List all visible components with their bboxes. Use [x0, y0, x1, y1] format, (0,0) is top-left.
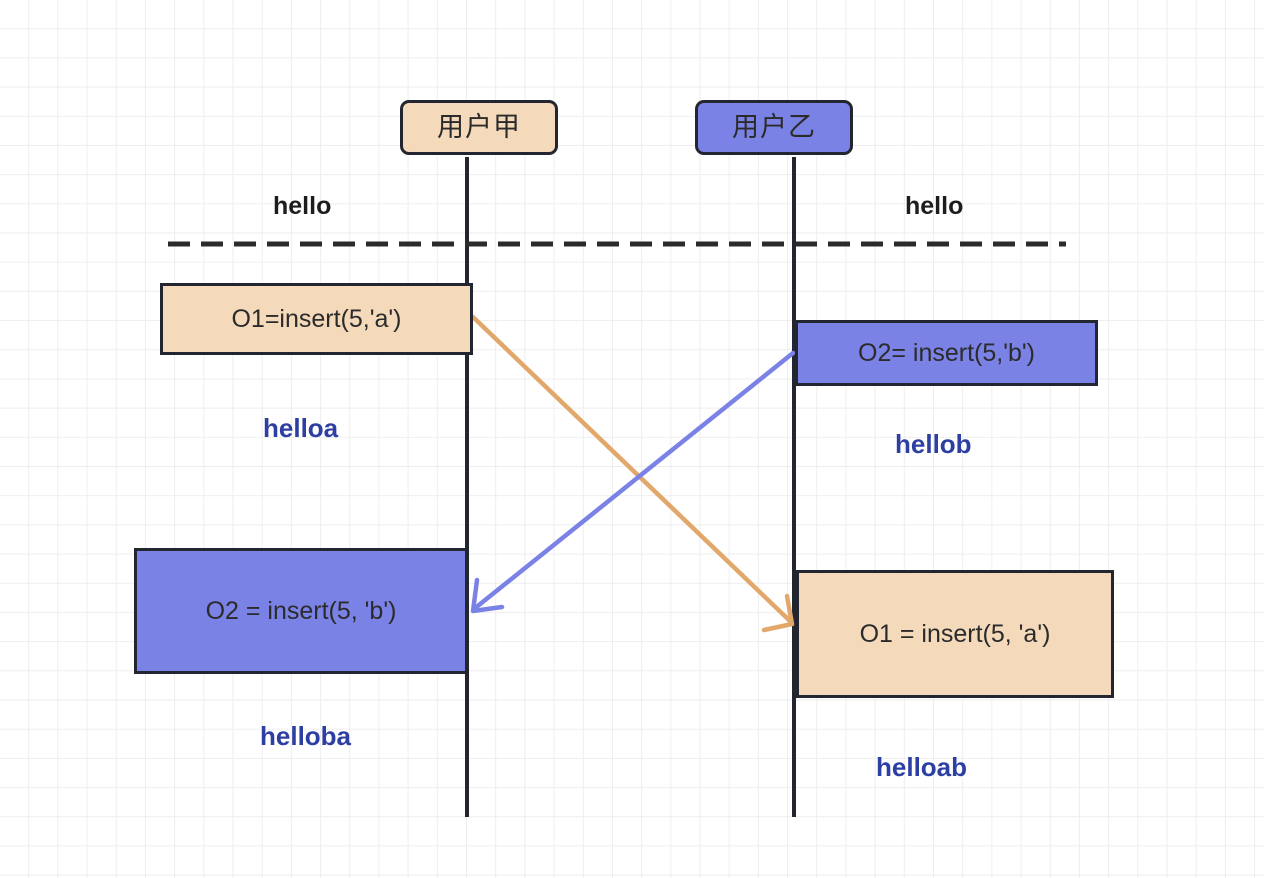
operation-box-right-local[interactable]: O2= insert(5,'b') [795, 320, 1098, 386]
operation-text-right-local: O2= insert(5,'b') [858, 339, 1035, 367]
operation-box-right-remote[interactable]: O1 = insert(5, 'a') [796, 570, 1114, 698]
operation-text-left-local: O1=insert(5,'a') [231, 305, 402, 333]
initial-state-label-left: hello [273, 192, 332, 220]
result-label-hellob: hellob [895, 429, 972, 459]
arrow-right-to-left [470, 350, 796, 614]
initial-state-label-right: hello [905, 192, 964, 220]
result-label-helloab: helloab [876, 752, 968, 782]
actor-box-right[interactable]: 用户乙 [695, 100, 853, 155]
actor-box-left[interactable]: 用户甲 [400, 100, 558, 155]
arrow-left-to-right [470, 314, 795, 633]
actor-label-left: 用户甲 [437, 112, 521, 143]
actor-label-right: 用户乙 [732, 112, 816, 143]
result-label-helloba: helloba [260, 721, 352, 751]
operation-text-left-remote: O2 = insert(5, 'b') [205, 597, 397, 625]
result-label-helloa: helloa [263, 413, 339, 443]
operation-box-left-remote[interactable]: O2 = insert(5, 'b') [134, 548, 468, 674]
operation-box-left-local[interactable]: O1=insert(5,'a') [160, 283, 473, 355]
operation-text-right-remote: O1 = insert(5, 'a') [859, 620, 1051, 648]
